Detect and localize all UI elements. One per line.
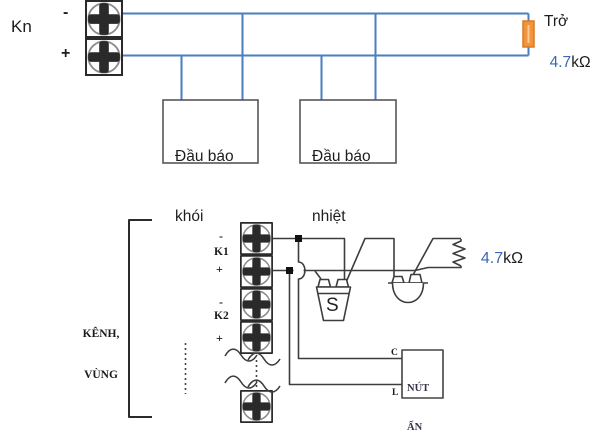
channel-terminal-strip xyxy=(240,222,273,423)
junction-dot-positive xyxy=(286,267,293,274)
heat-to-resistor-lead xyxy=(412,237,461,276)
smoke-symbol-letter: S xyxy=(326,295,339,316)
k2-label: K2 xyxy=(214,310,229,322)
push-button-c-terminal-label: C xyxy=(391,348,398,358)
channel-bracket xyxy=(128,219,152,418)
kn-terminal-block xyxy=(85,0,124,77)
push-button-line2: ẤN xyxy=(407,422,423,433)
k2-plus-label: + xyxy=(216,331,223,345)
heat-box-line1: Đầu báo xyxy=(312,148,371,165)
eol-value-unit: kΩ xyxy=(503,250,524,268)
push-button-label: NÚT ẤN xyxy=(407,356,429,447)
kn-plus-label: + xyxy=(61,45,71,62)
push-button-l-terminal-label: L xyxy=(392,388,399,398)
resistor-value-unit: kΩ xyxy=(571,53,591,71)
strip-break-marks xyxy=(224,348,281,393)
wiring-diagram-canvas xyxy=(85,0,535,423)
heat-detector-box-label: Đầu báo nhiệt xyxy=(312,107,371,247)
heat-box-line2: nhiệt xyxy=(312,208,346,225)
eol-zigzag-resistor xyxy=(452,239,466,267)
smoke-left-connector xyxy=(314,270,322,280)
channel-zone-label: KÊNH, VÙNG xyxy=(78,301,124,396)
smoke-detector-box-label: Đầu báo khói xyxy=(175,107,234,247)
heat-detector-box xyxy=(299,99,397,164)
channel-zone-line2: VÙNG xyxy=(84,368,118,381)
heat-detector-symbol xyxy=(388,273,428,304)
smoke-detector-symbol xyxy=(315,278,352,322)
k1-minus-label: - xyxy=(219,229,223,243)
smoke-detector-box xyxy=(162,99,259,164)
eol-resistor-value-label: 4.7kΩ xyxy=(472,230,523,268)
push-button-l-wire xyxy=(288,274,402,386)
smoke-to-heat-jumper xyxy=(346,237,395,281)
k1-plus-rail xyxy=(273,266,462,272)
smoke-box-line2: khói xyxy=(175,208,204,225)
k1-plus-label: + xyxy=(216,262,223,276)
kn-minus-label: - xyxy=(63,4,69,21)
push-button-line1: NÚT xyxy=(407,383,430,394)
resistor-name-label: Trở xyxy=(544,13,569,30)
resistor-value-number: 4.7 xyxy=(549,53,572,71)
junction-dot-negative xyxy=(295,235,302,242)
kn-label: Kn xyxy=(11,17,32,36)
push-button-box xyxy=(401,349,444,399)
bottom-diagram xyxy=(128,219,466,423)
k2-minus-label: - xyxy=(219,295,223,309)
top-loop-wires xyxy=(123,12,530,100)
wire-hop-mask xyxy=(293,264,304,277)
resistor-value-label: 4.7kΩ xyxy=(541,35,591,72)
push-button-c-wire xyxy=(297,242,402,360)
channel-zone-line1: KÊNH, xyxy=(82,328,120,340)
smoke-box-line1: Đầu báo xyxy=(175,148,234,165)
eol-resistor-symbol xyxy=(522,20,535,48)
eol-value-number: 4.7 xyxy=(480,250,504,268)
k1-label: K1 xyxy=(214,246,229,258)
